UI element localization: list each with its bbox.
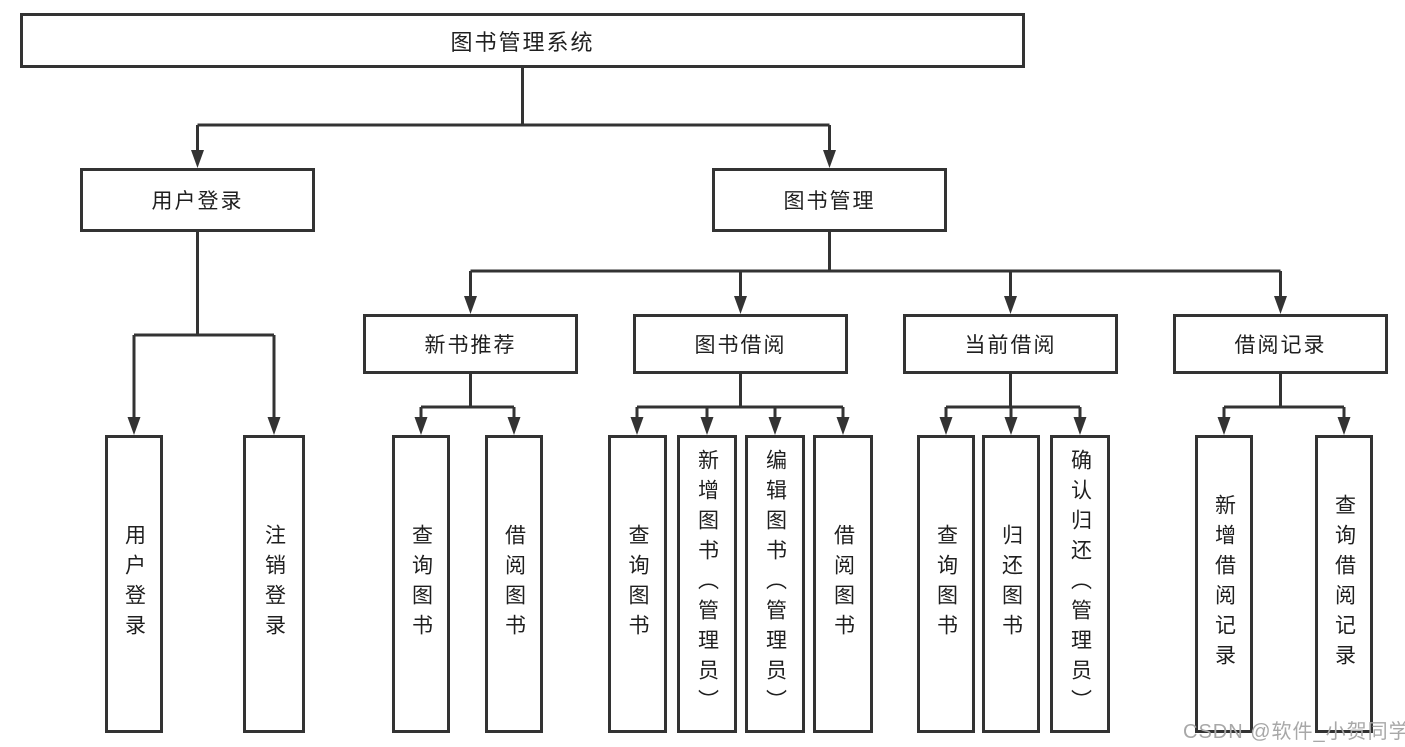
edge-book-borrow-to-leaves <box>630 374 850 435</box>
node-label: 借阅图书 <box>502 524 526 644</box>
leaf-query-borrow-record: 查询借阅记录 <box>1315 435 1373 733</box>
edge-current-borrow-to-leaves <box>939 374 1087 435</box>
node-label: 借阅记录 <box>1234 334 1327 357</box>
node-book-borrow: 图书借阅 <box>633 314 848 374</box>
edge-new-book-recommend-to-leaves <box>414 374 521 435</box>
node-label: 用户登录 <box>151 190 244 213</box>
node-label: 图书管理系统 <box>450 29 595 55</box>
node-label: 注销登录 <box>262 524 286 644</box>
node-new-book-recommend: 新书推荐 <box>363 314 578 374</box>
edge-root-to-level2 <box>191 68 836 168</box>
edge-book-management-to-level3 <box>464 232 1287 314</box>
leaf-add-borrow-record: 新增借阅记录 <box>1195 435 1253 733</box>
leaf-borrow-books-borrow: 借阅图书 <box>813 435 873 733</box>
leaf-return-books: 归还图书 <box>982 435 1040 733</box>
leaf-confirm-return-admin: 确认归还（管理员） <box>1050 435 1110 733</box>
edge-user-login-to-leaves <box>127 232 281 435</box>
node-current-borrow: 当前借阅 <box>903 314 1118 374</box>
node-label: 用户登录 <box>122 524 146 644</box>
node-user-login: 用户登录 <box>80 168 315 232</box>
node-library-management-system: 图书管理系统 <box>20 13 1025 68</box>
node-label: 编辑图书（管理员） <box>763 449 787 719</box>
node-label: 确认归还（管理员） <box>1068 449 1092 719</box>
node-label: 图书借阅 <box>694 334 787 357</box>
node-label: 归还图书 <box>999 524 1023 644</box>
node-label: 新书推荐 <box>424 334 517 357</box>
leaf-query-books-recommend: 查询图书 <box>392 435 450 733</box>
leaf-query-books-borrow: 查询图书 <box>608 435 667 733</box>
node-label: 新增图书（管理员） <box>695 449 719 719</box>
leaf-user-login: 用户登录 <box>105 435 163 733</box>
node-book-management: 图书管理 <box>712 168 947 232</box>
node-label: 查询图书 <box>626 524 649 644</box>
edge-borrow-records-to-leaves <box>1217 374 1351 435</box>
node-label: 新增借阅记录 <box>1212 494 1236 674</box>
leaf-edit-book-admin: 编辑图书（管理员） <box>745 435 805 733</box>
leaf-query-books-current: 查询图书 <box>917 435 975 733</box>
leaf-logout: 注销登录 <box>243 435 305 733</box>
leaf-add-book-admin: 新增图书（管理员） <box>677 435 737 733</box>
node-label: 查询借阅记录 <box>1332 494 1356 674</box>
leaf-borrow-books-recommend: 借阅图书 <box>485 435 543 733</box>
node-label: 当前借阅 <box>964 334 1057 357</box>
csdn-watermark: CSDN @软件_小贺同学 <box>1183 721 1405 743</box>
node-label: 借阅图书 <box>831 524 855 644</box>
node-borrow-records: 借阅记录 <box>1173 314 1388 374</box>
node-label: 图书管理 <box>783 190 876 213</box>
node-label: 查询图书 <box>409 524 433 644</box>
node-label: 查询图书 <box>934 524 958 644</box>
